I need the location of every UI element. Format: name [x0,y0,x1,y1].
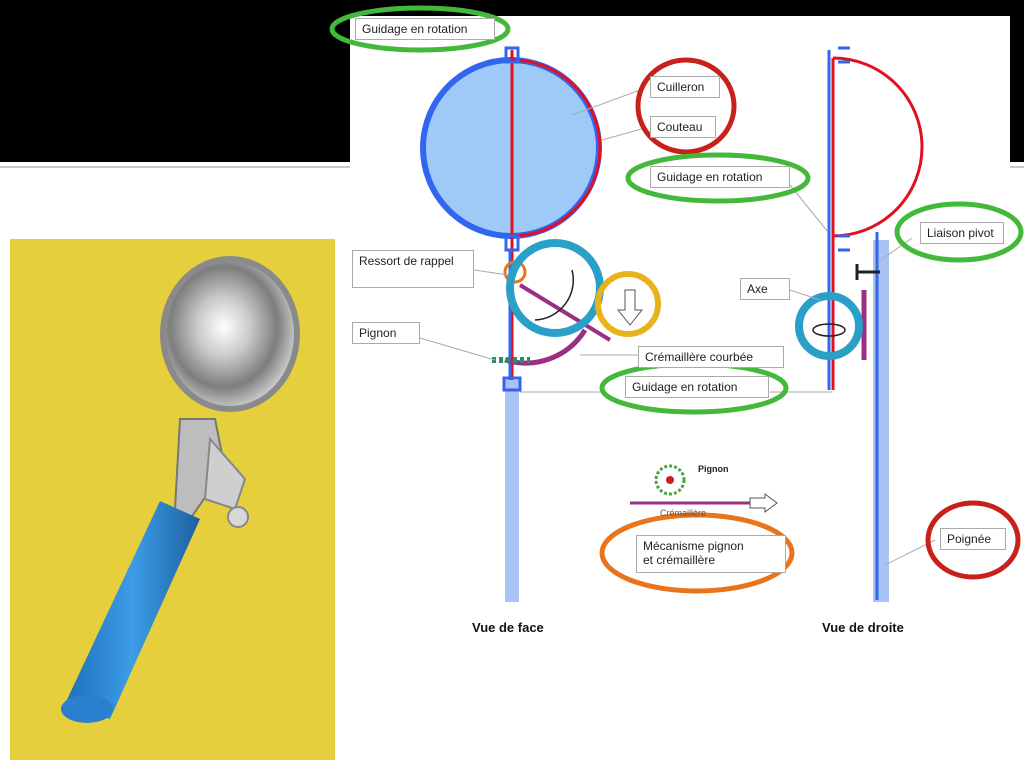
ring-guidage-top [329,5,511,53]
label-cremaillere-small: Crémaillère [660,508,707,518]
side-handle [873,240,889,602]
label-guidage-low: Guidage en rotation [625,376,769,398]
label-liaison-pivot: Liaison pivot [920,222,1004,244]
label-axe: Axe [740,278,790,300]
ring-guidage-mid [625,152,811,204]
label-cuilleron: Cuilleron [650,76,720,98]
ring-poignee [925,500,1021,580]
label-poignee: Poignée [940,528,1006,550]
side-knife [832,56,924,238]
ring-liaison [894,201,1024,263]
label-guidage-top: Guidage en rotation [355,18,495,40]
label-mecanisme-line2: et crémaillère [643,553,716,567]
caption-vue-droite: Vue de droite [822,620,904,635]
ring-cuilleron [635,57,737,155]
front-knife [511,58,602,238]
label-cremaillere: Crémaillère courbée [638,346,784,368]
caption-vue-face: Vue de face [472,620,544,635]
side-rotation-ring [795,292,863,360]
ice-cream-scoop-photo [10,239,335,760]
label-mecanisme: Mécanisme pignon et crémaillère [636,535,786,573]
label-guidage-mid: Guidage en rotation [650,166,790,188]
front-handle [505,380,519,602]
ring-mecanisme [599,512,795,594]
label-ressort: Ressort de rappel [352,250,474,288]
label-couteau: Couteau [650,116,716,138]
label-pignon: Pignon [352,322,420,344]
label-pignon-small: Pignon [698,464,729,474]
label-mecanisme-line1: Mécanisme pignon [643,539,744,553]
push-ring [595,271,661,337]
mini-pinion [654,464,686,496]
